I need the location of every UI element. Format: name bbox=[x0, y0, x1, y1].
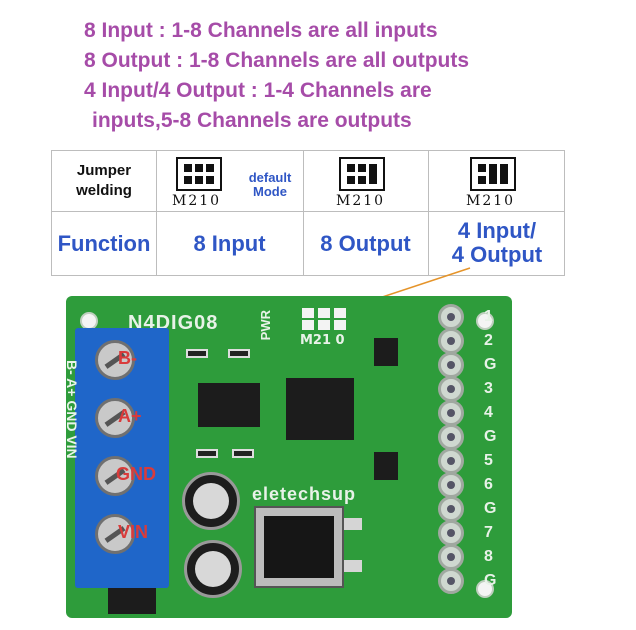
jumper-label: Jumper welding bbox=[76, 162, 132, 199]
board-jumper-code: M21 0 bbox=[300, 333, 345, 348]
default-mode-note: default Mode bbox=[248, 170, 292, 199]
ic-chip-left bbox=[198, 383, 260, 427]
pin-7[interactable] bbox=[438, 520, 464, 546]
pin-silk-5: 5 bbox=[484, 452, 493, 469]
terminal-label-a-plus: A+ bbox=[118, 406, 142, 426]
pin-silk-g: G bbox=[484, 500, 497, 517]
pin-1[interactable] bbox=[438, 304, 464, 330]
mode-4-input-4-output: 4 Input/ 4 Output bbox=[451, 218, 543, 267]
mode-8-input: 8 Input bbox=[193, 231, 266, 256]
pin-silk-8: 8 bbox=[484, 548, 493, 565]
jumper-pattern-8-input bbox=[176, 157, 222, 191]
ic-chip-bottom-right bbox=[374, 452, 398, 480]
capacitor-lower bbox=[184, 540, 242, 598]
pin-g[interactable] bbox=[438, 568, 464, 594]
resistor bbox=[228, 349, 250, 358]
pin-5[interactable] bbox=[438, 448, 464, 474]
jumper-table: Jumper welding M210 default Mode M210 M2… bbox=[51, 150, 565, 276]
pin-g[interactable] bbox=[438, 496, 464, 522]
board-jumper-pads bbox=[300, 306, 350, 332]
side-silk-labels: B- A+ GND VIN bbox=[64, 360, 80, 459]
screw-a-plus[interactable] bbox=[95, 398, 135, 438]
pin-silk-g: G bbox=[484, 356, 497, 373]
screw-gnd[interactable] bbox=[95, 456, 135, 496]
pin-silk-g: G bbox=[484, 572, 497, 589]
pin-g[interactable] bbox=[438, 424, 464, 450]
pin-silk-3: 3 bbox=[484, 380, 493, 397]
ic-chip-center bbox=[286, 378, 354, 440]
pwr-label: PWR bbox=[258, 310, 273, 341]
pin-silk-2: 2 bbox=[484, 332, 493, 349]
jumper-code-1: M210 bbox=[172, 193, 222, 209]
screw-b-minus[interactable] bbox=[95, 340, 135, 380]
resistor bbox=[196, 449, 218, 458]
terminal-label-gnd: GND bbox=[116, 464, 156, 484]
resistor bbox=[232, 449, 254, 458]
pin-6[interactable] bbox=[438, 472, 464, 498]
description-line-1: 8 Input : 1-8 Channels are all inputs bbox=[84, 19, 438, 42]
jumper-code-2: M210 bbox=[336, 193, 386, 209]
terminal-label-vin: VIN bbox=[118, 522, 149, 542]
description-line-4: inputs,5-8 Channels are outputs bbox=[92, 109, 412, 132]
pin-8[interactable] bbox=[438, 544, 464, 570]
pin-3[interactable] bbox=[438, 376, 464, 402]
pin-silk-4: 4 bbox=[484, 404, 493, 421]
mode-8-output: 8 Output bbox=[320, 231, 411, 256]
pin-silk-1: 1 bbox=[484, 308, 493, 325]
pin-g[interactable] bbox=[438, 352, 464, 378]
voltage-regulator bbox=[254, 506, 344, 588]
pin-silk-6: 6 bbox=[484, 476, 493, 493]
jumper-pattern-8-output bbox=[339, 157, 385, 191]
capacitor-upper bbox=[182, 472, 240, 530]
function-label: Function bbox=[57, 231, 151, 256]
jumper-code-3: M210 bbox=[466, 193, 516, 209]
ic-chip-top-right bbox=[374, 338, 398, 366]
pin-silk-7: 7 bbox=[484, 524, 493, 541]
resistor bbox=[186, 349, 208, 358]
pin-4[interactable] bbox=[438, 400, 464, 426]
description-line-2: 8 Output : 1-8 Channels are all outputs bbox=[84, 49, 470, 72]
description-line-3: 4 Input/4 Output : 1-4 Channels are bbox=[84, 79, 432, 102]
terminal-label-b-minus: B- bbox=[118, 348, 137, 368]
pin-2[interactable] bbox=[438, 328, 464, 354]
jumper-pattern-4-input-4-output bbox=[470, 157, 516, 191]
pin-silk-g: G bbox=[484, 428, 497, 445]
brand-silk: eletechsup bbox=[252, 484, 357, 504]
screw-vin[interactable] bbox=[95, 514, 135, 554]
